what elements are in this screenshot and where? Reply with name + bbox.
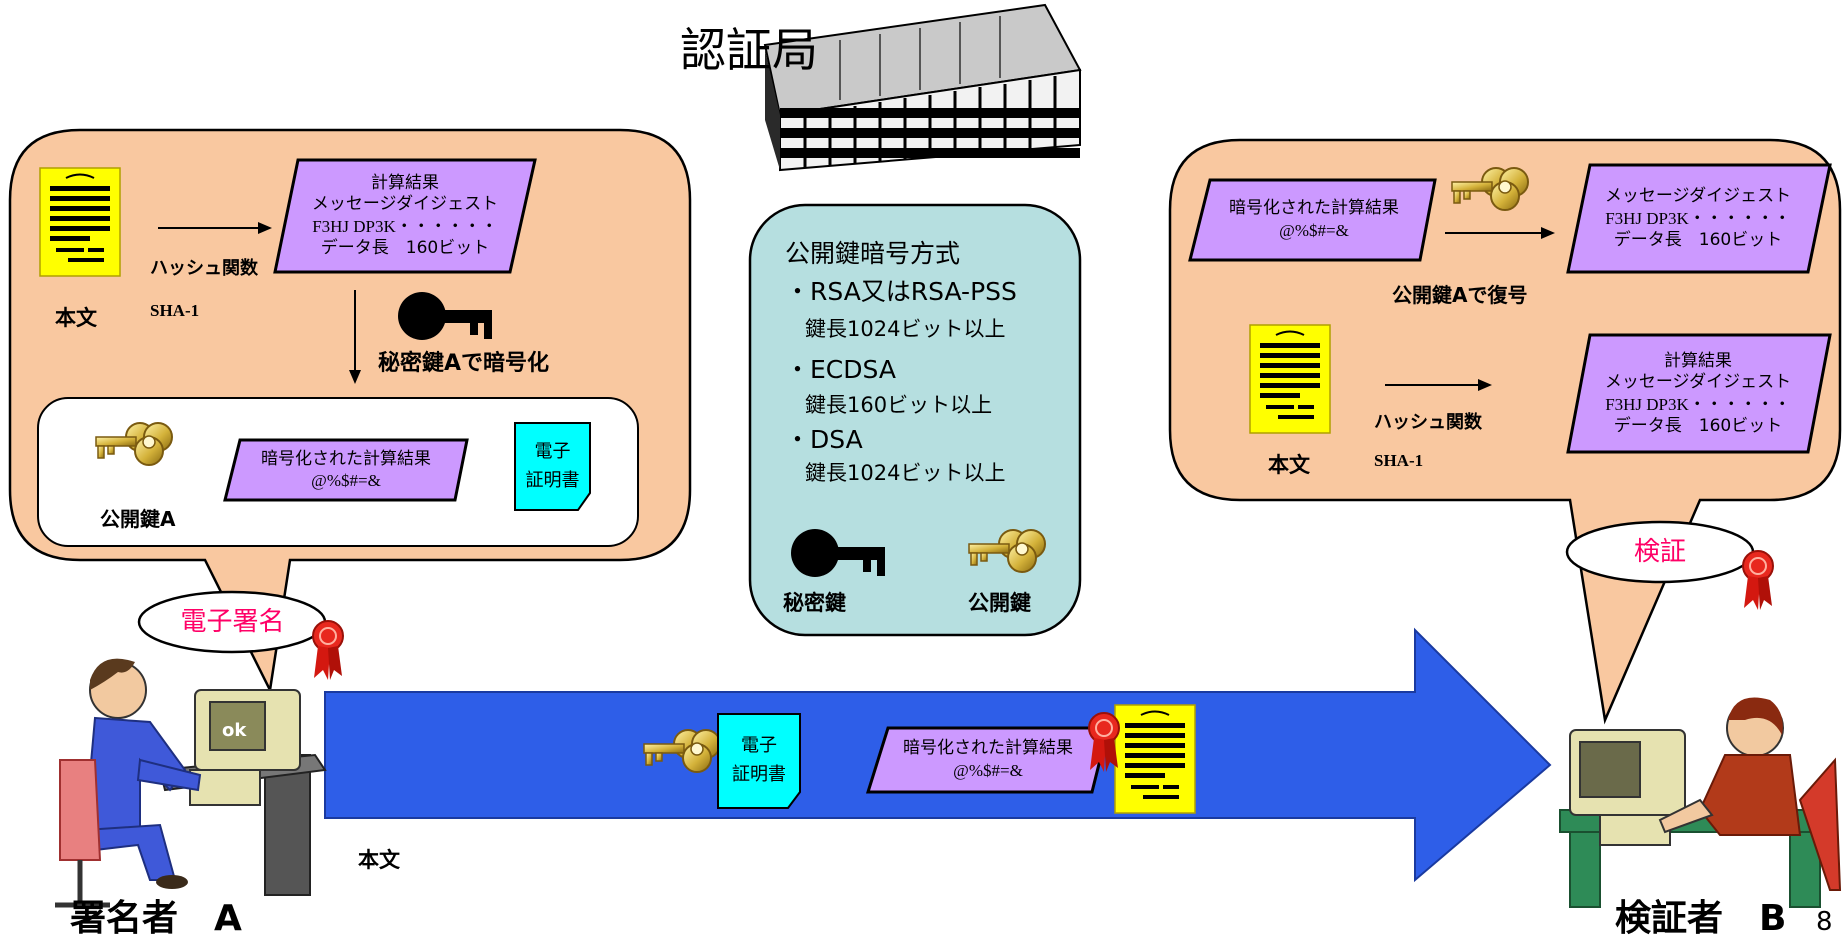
signer-digest-line4: データ長 160ビット — [320, 237, 490, 258]
ca-panel — [748, 203, 1082, 637]
signer-body-label: 本文 — [55, 306, 97, 330]
transfer-body-label: 本文 — [358, 848, 400, 872]
signer-badge: 電子署名 — [180, 607, 285, 637]
verifier-encrypted-box: 暗号化された計算結果 @%$#=& — [1198, 182, 1430, 258]
signer-person: ok — [55, 658, 327, 908]
verifier-body-label: 本文 — [1268, 453, 1310, 477]
verifier-digest-top-line3: データ長 160ビット — [1613, 229, 1783, 250]
signer-digest-line3: F3HJ DP3K・・・・・・ — [312, 217, 498, 236]
signer-cert-line1: 電子 — [534, 441, 571, 463]
verifier-digest-top-box: メッセージダイジェスト F3HJ DP3K・・・・・・ データ長 160ビット — [1572, 168, 1824, 270]
signer-digest-line1: 計算結果 — [371, 172, 439, 193]
ca-private-key-label: 秘密鍵 — [783, 591, 846, 615]
verifier-encrypted-line1: 暗号化された計算結果 — [1229, 198, 1399, 219]
ca-method-rsa-detail: 鍵長1024ビット以上 — [805, 317, 1006, 341]
signer-encrypted-box: 暗号化された計算結果 @%$#=& — [232, 442, 460, 498]
svg-text:ok: ok — [222, 720, 247, 741]
signer-encrypted-line2: @%$#=& — [311, 471, 381, 490]
verifier-bubble — [1168, 138, 1842, 725]
verifier-digest-bottom-box: 計算結果 メッセージダイジェスト F3HJ DP3K・・・・・・ データ長 16… — [1572, 338, 1824, 450]
page-number: 8 — [1816, 907, 1833, 937]
verifier-encrypted-line2: @%$#=& — [1279, 221, 1349, 240]
transfer-cert-line2: 証明書 — [732, 764, 786, 785]
verifier-decrypt-label: 公開鍵Aで復号 — [1392, 283, 1528, 307]
transfer-cert: 電子 証明書 — [718, 718, 800, 804]
verifier-badge: 検証 — [1633, 537, 1686, 567]
verifier-hash-algo: SHA-1 — [1374, 451, 1424, 470]
verifier-digest-bottom-line2: メッセージダイジェスト — [1604, 372, 1792, 393]
signer-cert: 電子 証明書 — [515, 428, 590, 506]
signer-name: 署名者 A — [70, 898, 242, 939]
ca-public-key-label: 公開鍵 — [968, 591, 1031, 615]
ca-method-ecdsa: ・ECDSA — [785, 355, 896, 384]
verifier-name: 検証者 B — [1615, 898, 1787, 939]
ca-method-dsa: ・DSA — [785, 425, 863, 454]
signer-hash-label: ハッシュ関数 — [150, 258, 258, 279]
verifier-digest-bottom-line1: 計算結果 — [1664, 350, 1732, 371]
ca-method-dsa-detail: 鍵長1024ビット以上 — [805, 461, 1006, 485]
ca-method-rsa: ・RSA又はRSA-PSS — [785, 277, 1017, 306]
ca-building — [763, 3, 1082, 172]
verifier-digest-bottom-line3: F3HJ DP3K・・・・・・ — [1605, 395, 1791, 414]
transfer-encrypted-line2: @%$#=& — [953, 761, 1023, 780]
signer-public-key-label: 公開鍵A — [100, 507, 176, 531]
transfer-cert-line1: 電子 — [741, 735, 777, 757]
ca-panel-title: 公開鍵暗号方式 — [785, 239, 961, 268]
ca-method-ecdsa-detail: 鍵長160ビット以上 — [805, 393, 993, 417]
verifier-person — [1559, 697, 1842, 908]
signer-cert-line2: 証明書 — [525, 470, 580, 491]
signer-digest-box: 計算結果 メッセージダイジェスト F3HJ DP3K・・・・・・ データ長 16… — [280, 162, 530, 270]
signer-hash-algo: SHA-1 — [150, 301, 200, 320]
verifier-hash-label: ハッシュ関数 — [1374, 412, 1482, 433]
signer-encrypt-label: 秘密鍵Aで暗号化 — [378, 351, 550, 376]
verifier-digest-top-line2: F3HJ DP3K・・・・・・ — [1605, 209, 1791, 229]
signer-digest-line2: メッセージダイジェスト — [311, 194, 499, 215]
verifier-digest-bottom-line4: データ長 160ビット — [1613, 415, 1783, 436]
transfer-encrypted-line1: 暗号化された計算結果 — [903, 738, 1073, 759]
transfer-encrypted-box: 暗号化された計算結果 @%$#=& — [875, 730, 1101, 790]
signer-encrypted-line1: 暗号化された計算結果 — [261, 448, 431, 469]
ca-title: 認証局 — [680, 23, 818, 77]
verifier-digest-top-line1: メッセージダイジェスト — [1604, 186, 1792, 207]
